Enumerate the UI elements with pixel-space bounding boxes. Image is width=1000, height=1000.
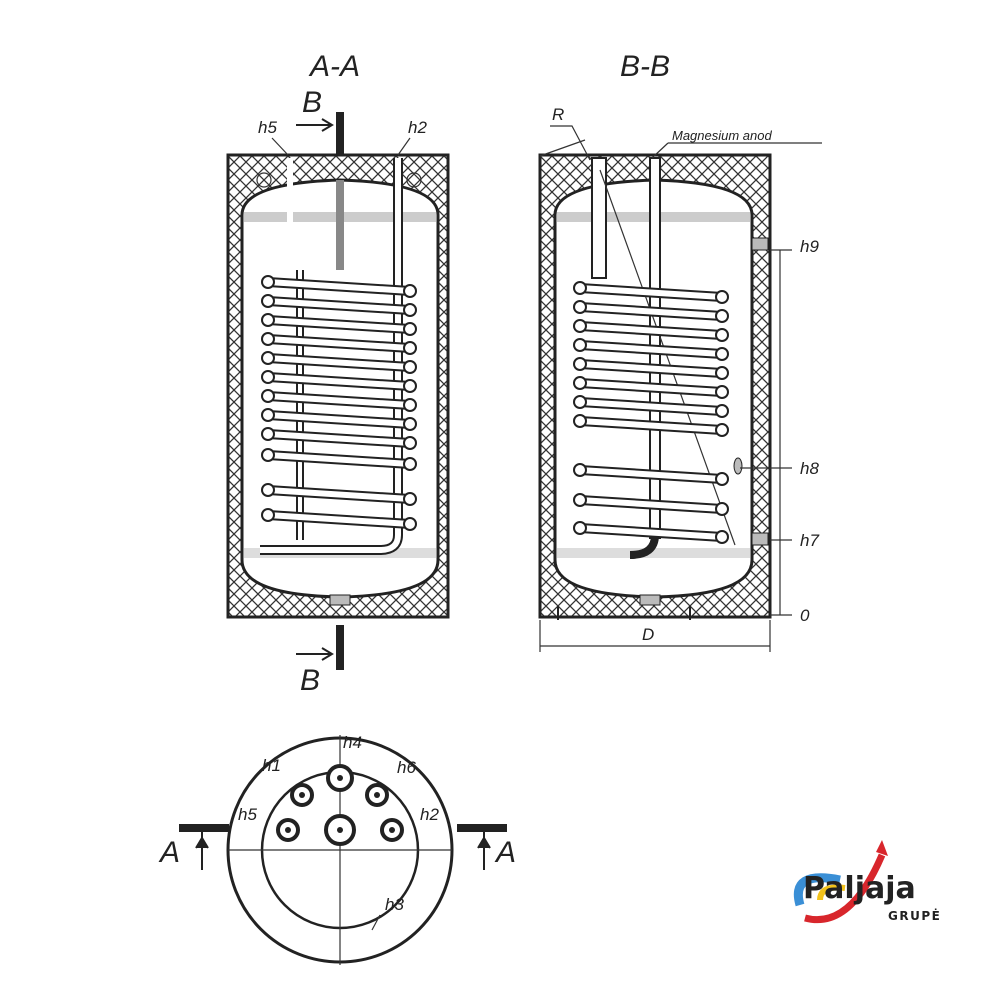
dim-h8: h8: [800, 459, 819, 478]
coil-section: [403, 303, 417, 317]
coil-section: [261, 275, 275, 289]
label-h5: h5: [238, 805, 257, 824]
diameter-dimension-line: [539, 620, 771, 652]
section-b-b: B-B R Magnesium anod h9 h8 h7 0 D: [538, 50, 822, 652]
label-magnesium-anode: Magnesium anod: [672, 128, 772, 143]
coil-section: [403, 284, 417, 298]
coil-section: [261, 389, 275, 403]
cut-label-top: B: [302, 86, 322, 119]
fitting: [406, 172, 422, 188]
dim-zero: 0: [800, 606, 810, 625]
coil-section: [573, 281, 587, 295]
height-dimension-lines: [740, 249, 792, 616]
coil-section: [573, 376, 587, 390]
coil-section: [573, 319, 587, 333]
coil-section: [715, 366, 729, 380]
logo-name: Paljaja: [803, 871, 916, 906]
coil-section: [261, 351, 275, 365]
coil-section: [261, 313, 275, 327]
coil-section: [715, 290, 729, 304]
cut-label-right: A: [494, 836, 516, 869]
sensor-sleeve: [591, 157, 607, 279]
coil-section: [261, 370, 275, 384]
coil-section: [573, 493, 587, 507]
coil-section: [403, 398, 417, 412]
coil-section: [403, 517, 417, 531]
top-view: h1 h4 h6 h5 h2 h3 A A: [158, 733, 516, 965]
coil-section: [403, 457, 417, 471]
coil-section: [403, 379, 417, 393]
dim-h9: h9: [800, 237, 819, 256]
center-rod: [336, 180, 344, 270]
coil-section: [403, 436, 417, 450]
coil-section: [715, 423, 729, 437]
label-h5: h5: [258, 118, 277, 137]
coil-section: [573, 357, 587, 371]
coil-section: [715, 309, 729, 323]
coil-section: [403, 341, 417, 355]
paljaja-logo: Paljaja GRUPĖ: [794, 840, 941, 923]
cut-arrow-top: [296, 118, 334, 132]
label-h4: h4: [343, 733, 362, 752]
label-radius: R: [552, 105, 564, 124]
coil-section: [715, 404, 729, 418]
coil-section: [573, 414, 587, 428]
label-h3: h3: [385, 895, 404, 914]
label-h2: h2: [408, 118, 427, 137]
label-h1: h1: [262, 756, 281, 775]
coil-section: [715, 530, 729, 544]
heat-exchanger-coil: [573, 281, 729, 544]
coil-section: [715, 385, 729, 399]
coil-section: [261, 448, 275, 462]
coil-section: [573, 395, 587, 409]
coil-section: [403, 322, 417, 336]
heat-exchanger-coil: [261, 275, 417, 531]
section-b-b-title: B-B: [620, 50, 670, 83]
cut-label-left: A: [158, 836, 180, 869]
fitting: [256, 172, 272, 188]
logo-sub: GRUPĖ: [888, 908, 941, 923]
coil-section: [261, 294, 275, 308]
coil-section: [573, 338, 587, 352]
connection-ports: [276, 764, 404, 846]
inlet-pipe-top: [336, 112, 344, 157]
label-h6: h6: [397, 758, 416, 777]
coil-section: [261, 483, 275, 497]
coil-section: [715, 328, 729, 342]
dim-h7: h7: [800, 531, 819, 550]
cut-label-bottom: B: [300, 664, 320, 697]
coil-section: [715, 347, 729, 361]
section-a-a-title: A-A: [308, 50, 360, 83]
coil-section: [403, 417, 417, 431]
cut-marker-left: [179, 824, 229, 870]
coil-section: [403, 360, 417, 374]
coil-section: [573, 463, 587, 477]
cut-marker-right: [457, 824, 507, 870]
coil-section: [573, 521, 587, 535]
coil-section: [715, 502, 729, 516]
coil-section: [261, 332, 275, 346]
coil-section: [573, 300, 587, 314]
dim-diameter: D: [642, 625, 654, 644]
label-h2: h2: [420, 805, 439, 824]
cut-arrow-bottom: [296, 647, 334, 661]
section-a-a: A-A B h5 h2 B: [226, 50, 450, 697]
coil-section: [715, 472, 729, 486]
coil-section: [403, 492, 417, 506]
coil-section: [261, 408, 275, 422]
outlet-pipe-bottom: [336, 625, 344, 670]
coil-section: [261, 508, 275, 522]
coil-section: [261, 427, 275, 441]
